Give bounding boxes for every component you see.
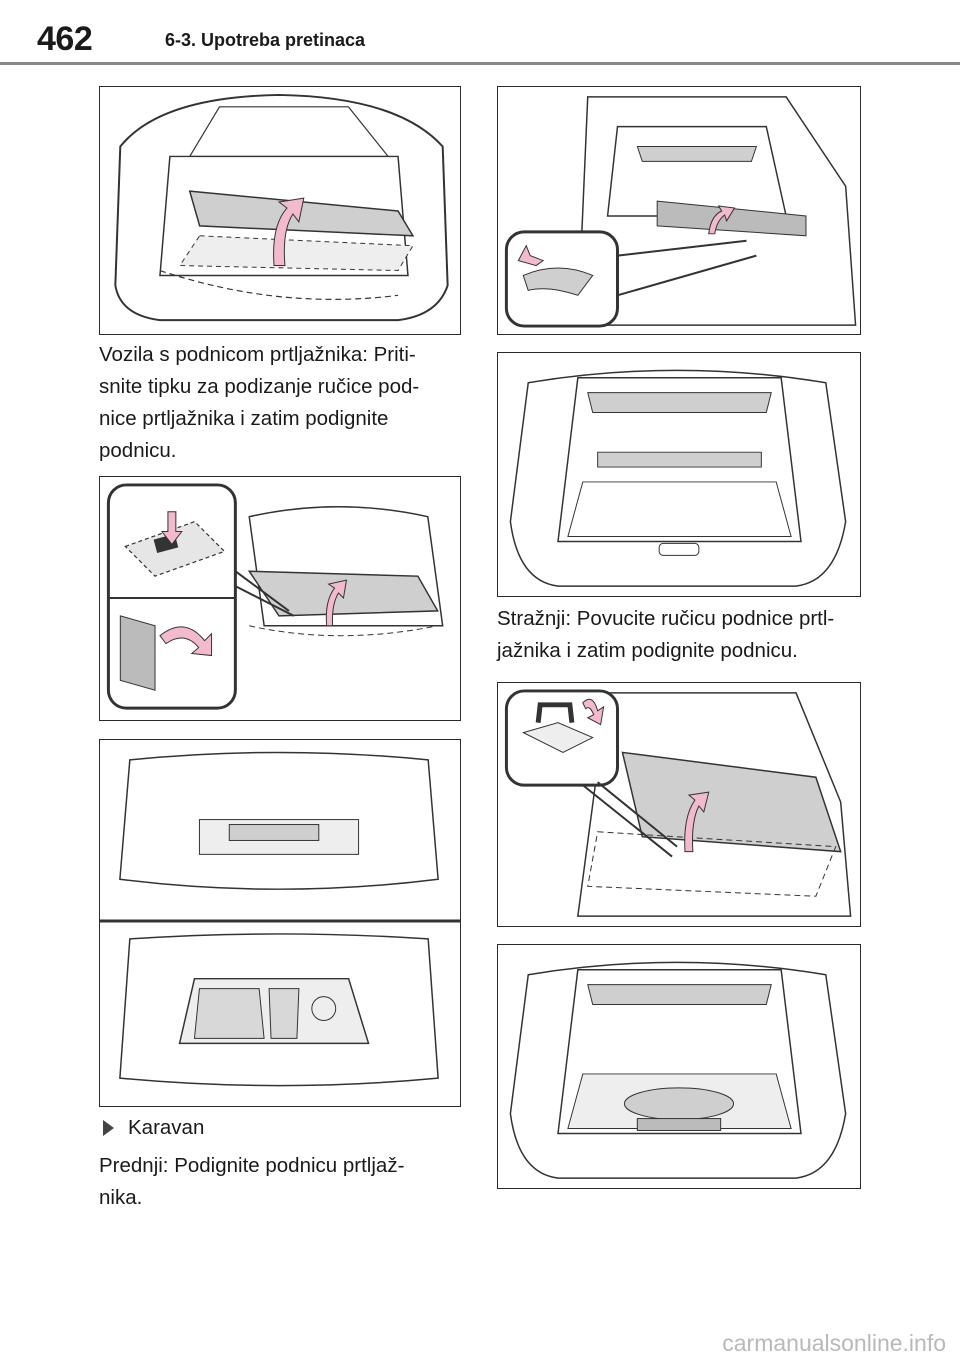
wagon-floor-lever-illustration bbox=[504, 689, 852, 917]
tonneau-cover-illustration bbox=[504, 96, 857, 328]
karavan-front-instruction: Prednji: Podignite podnicu prtljaž- nika… bbox=[99, 1154, 405, 1209]
figure-wagon-rear-view bbox=[497, 352, 861, 597]
press-arrow-icon bbox=[160, 511, 183, 546]
front-floor-open-illustration bbox=[100, 751, 460, 1087]
lift-arrow-icon bbox=[684, 791, 710, 853]
lever-button-illustration bbox=[106, 483, 444, 710]
lift-arrow-icon bbox=[273, 197, 305, 267]
figure-wagon-tonneau-cover bbox=[497, 86, 861, 335]
lift-arrow-icon bbox=[325, 579, 348, 627]
figure-hatchback-front-floor-open bbox=[99, 739, 461, 1107]
figure-hatchback-lever-button bbox=[99, 476, 461, 721]
figure-wagon-floor-open bbox=[497, 944, 861, 1189]
page-number: 462 bbox=[37, 20, 93, 58]
hatchback-cargo-illustration bbox=[114, 93, 449, 322]
wagon-floor-open-illustration bbox=[509, 961, 847, 1179]
pull-arrow-icon bbox=[517, 244, 545, 267]
lift-arrow-icon bbox=[708, 205, 736, 235]
watermark: carmanualsonline.info bbox=[722, 1330, 946, 1356]
wagon-rear-instruction: Stražnji: Povucite ručicu podnice prtl- … bbox=[497, 607, 835, 662]
header-divider bbox=[0, 62, 960, 65]
pull-arrow-icon bbox=[582, 698, 605, 726]
wagon-rear-illustration bbox=[509, 369, 847, 587]
figure-wagon-floor-lever bbox=[497, 682, 861, 927]
hatchback-floor-instruction: Vozila s podnicom prtljažnika: Priti- sn… bbox=[99, 343, 420, 462]
bullet-triangle-icon bbox=[103, 1120, 114, 1136]
bullet-karavan: Karavan bbox=[103, 1112, 204, 1144]
section-title: 6-3. Upotreba pretinaca bbox=[165, 30, 366, 50]
figure-hatchback-floor-board-lift bbox=[99, 86, 461, 335]
pull-arrow-icon bbox=[159, 626, 213, 657]
